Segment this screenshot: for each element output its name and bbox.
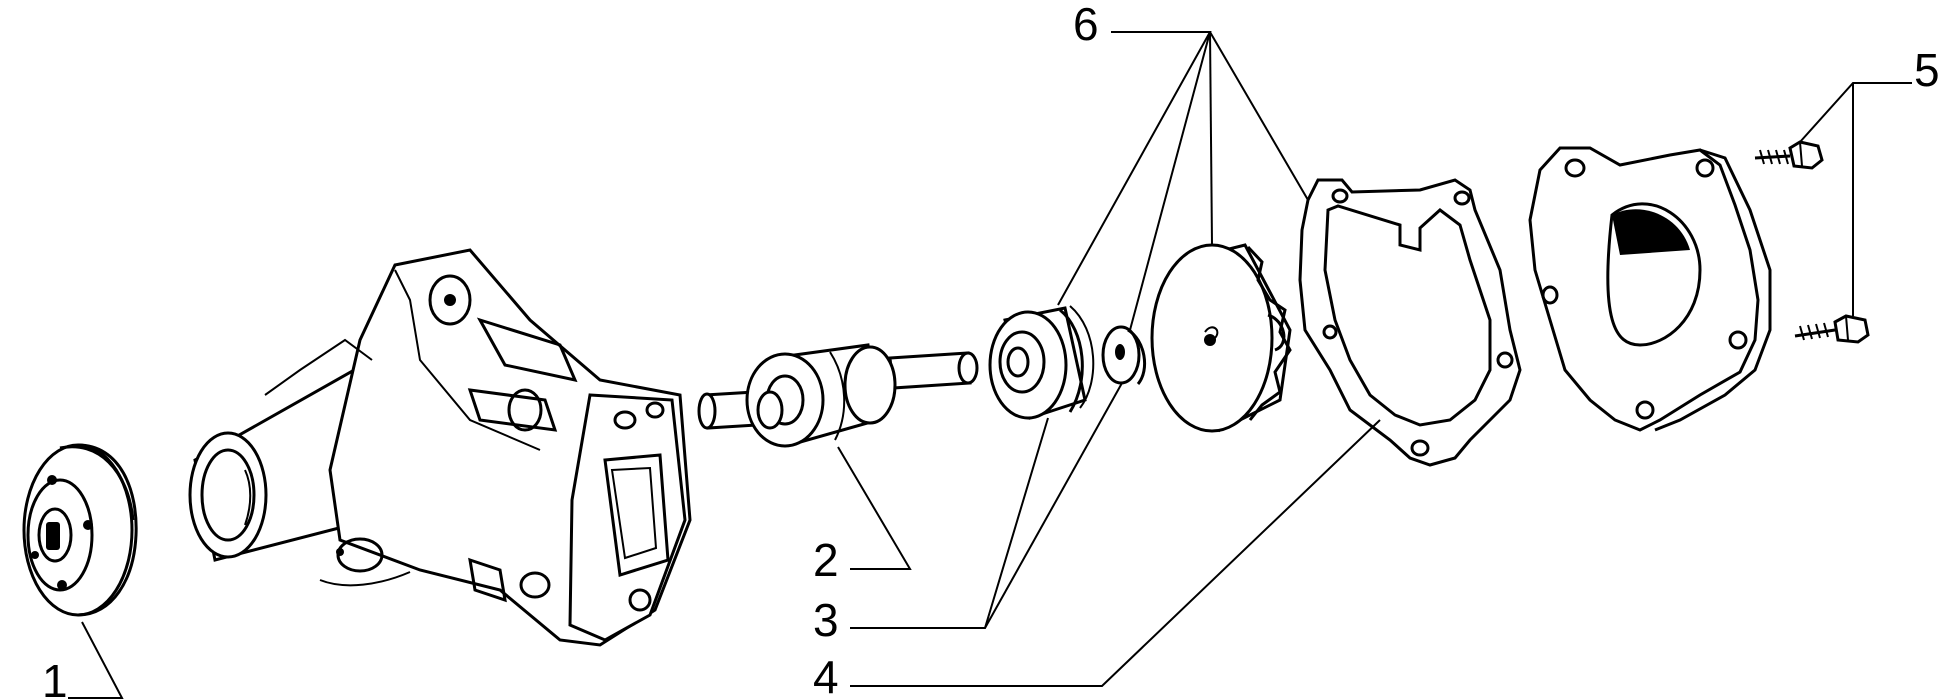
- callout-labels: 1 2 3 4 5 6: [42, 0, 1940, 699]
- shaft-bearing-part: [697, 343, 979, 448]
- callout-3: 3: [813, 594, 839, 646]
- callout-2: 2: [813, 534, 839, 586]
- callout-4: 4: [813, 651, 839, 699]
- pulley-part: [22, 443, 138, 617]
- callout-6: 6: [1073, 0, 1099, 50]
- callout-5: 5: [1914, 44, 1940, 96]
- pump-cover-part: [1528, 146, 1772, 432]
- seal-part: [988, 305, 1147, 420]
- leader-lines: [68, 31, 1912, 699]
- callout-1: 1: [42, 655, 68, 699]
- screws-part: [1754, 140, 1870, 344]
- pump-housing-part: [188, 248, 692, 647]
- impeller-part: [1150, 243, 1292, 433]
- gasket-part: [1298, 178, 1522, 467]
